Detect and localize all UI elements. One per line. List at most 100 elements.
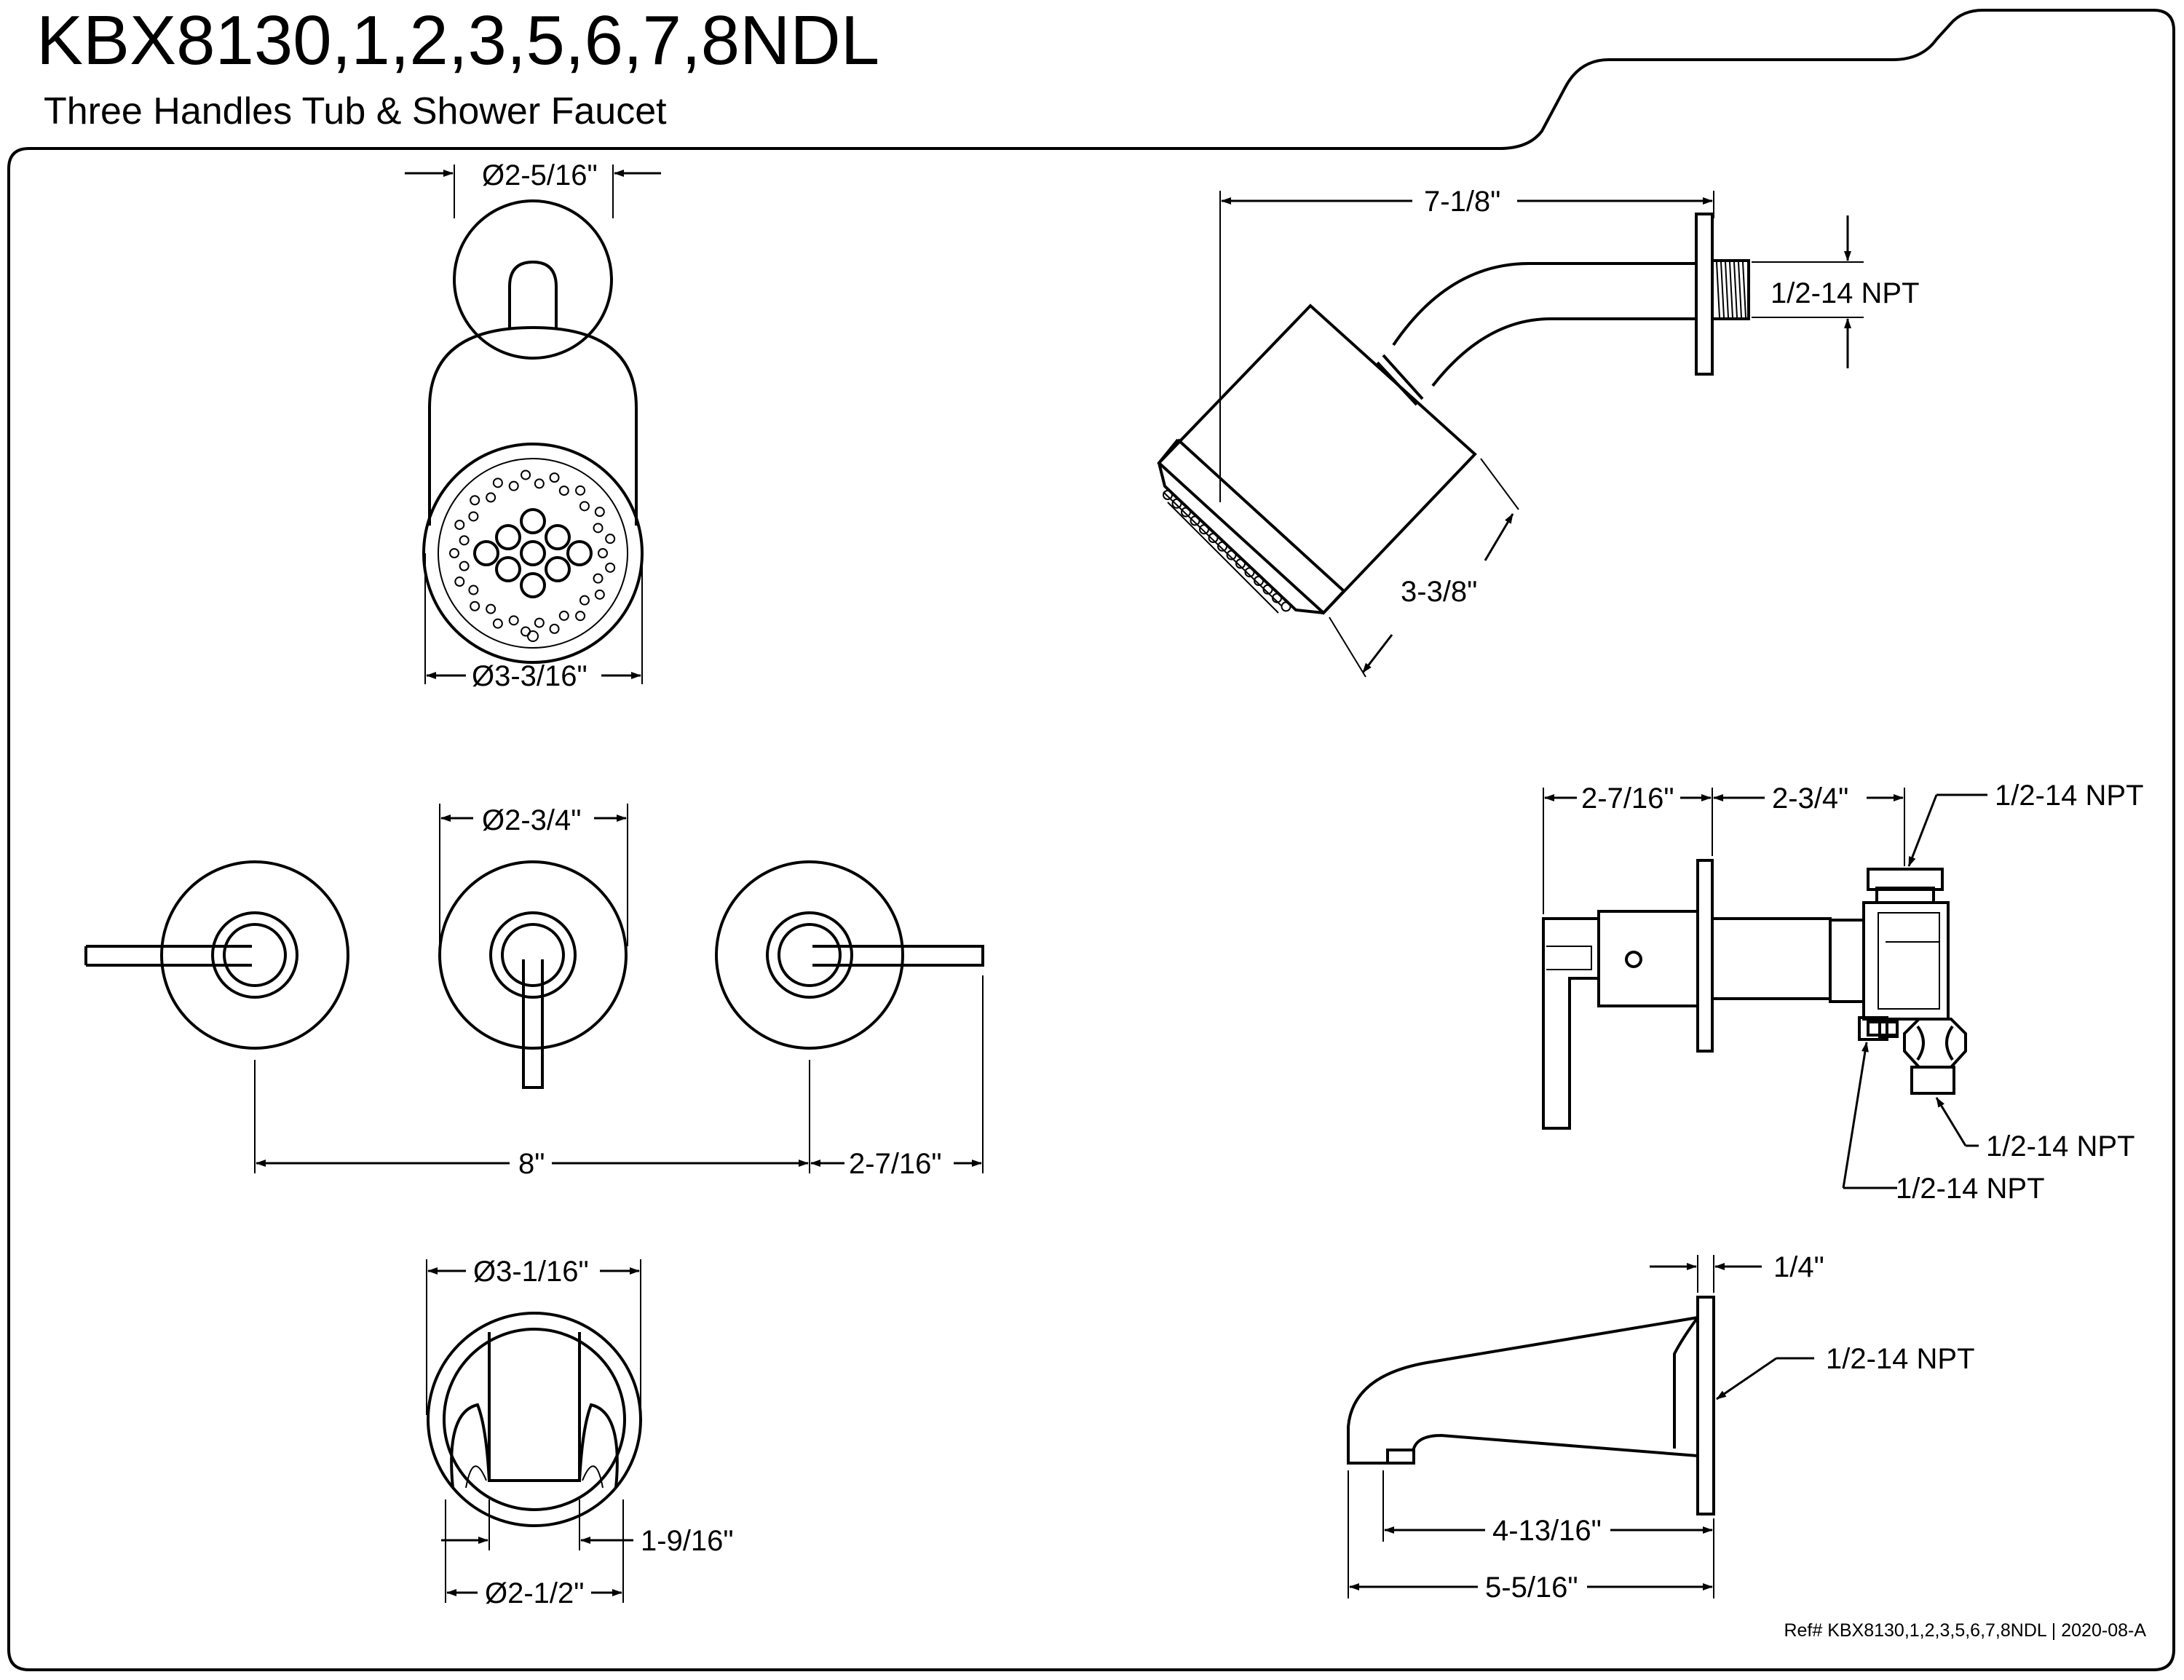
- nozzle-small: [575, 485, 586, 496]
- nozzle: [520, 572, 546, 598]
- spout-body: [1347, 1316, 1698, 1465]
- nozzle-small: [605, 562, 616, 573]
- spout-wall-flange: [1696, 1296, 1715, 1515]
- spout-flange: [427, 1312, 642, 1527]
- label-spout-thread: 1/2-14 NPT: [1826, 1343, 1975, 1375]
- nozzle-small: [486, 603, 496, 614]
- dim-spout-body-diameter: Ø2-1/2": [485, 1577, 584, 1609]
- nozzle-small: [527, 630, 539, 642]
- face-nozzle: [1281, 601, 1291, 612]
- nozzle-small: [521, 469, 531, 480]
- face-nozzle: [1272, 593, 1282, 603]
- nozzle-small: [598, 548, 608, 558]
- label-valve-top-outlet: 1/2-14 NPT: [1995, 780, 2144, 812]
- nozzle-small: [468, 511, 479, 522]
- nozzle-small: [579, 595, 590, 606]
- thread-line: [1720, 261, 1725, 318]
- nozzle-small: [459, 560, 470, 571]
- left-escutcheon: [160, 860, 349, 1050]
- nozzle-small: [508, 615, 519, 626]
- face-nozzle: [1181, 507, 1191, 518]
- spout-side-view: 1/4" 1/2-14 NPT 4-13/16" 5-5/16": [1347, 1251, 1975, 1604]
- right-lever: [812, 945, 984, 967]
- thread-line: [1733, 261, 1738, 318]
- dim-valve-handle-depth: 2-7/16": [1581, 782, 1674, 815]
- showerhead-side-body: [1157, 304, 1477, 615]
- reference-footer: Ref# KBX8130,1,2,3,5,6,7,8NDL | 2020-08-…: [1784, 1620, 2146, 1641]
- thread-line: [1725, 261, 1729, 318]
- arm-flange: [453, 199, 613, 360]
- face-nozzle: [1226, 550, 1237, 560]
- nozzle-small: [534, 478, 545, 489]
- thread-line: [1716, 261, 1720, 318]
- dim-valve-body-depth: 2-3/4": [1772, 782, 1848, 815]
- left-lever: [84, 945, 252, 967]
- model-title: KBX8130,1,2,3,5,6,7,8NDL: [36, 1, 879, 79]
- showerhead-side-view: 7-1/8" 1/2-14 NPT 3-3/8": [1157, 186, 1920, 678]
- thread-line: [1729, 261, 1733, 318]
- dim-arm-thread: 1/2-14 NPT: [1770, 277, 1920, 309]
- dim-spout-opening-width: 1-9/16": [641, 1525, 734, 1557]
- handles-front-view: Ø2-3/4" 8" 2-7/16": [84, 804, 984, 1180]
- spout-opening: [488, 1332, 581, 1482]
- spout-front-view: Ø3-1/16" 1-9/16" Ø2-1/2": [426, 1256, 734, 1609]
- nozzle-small: [549, 472, 560, 483]
- center-lever: [522, 959, 544, 1089]
- face-nozzle: [1208, 533, 1219, 543]
- nozzle-small: [575, 611, 586, 622]
- valve-lever-side: [1542, 917, 1600, 1130]
- right-escutcheon: [715, 860, 904, 1050]
- nozzle-small: [594, 507, 605, 518]
- nozzle: [495, 524, 521, 550]
- label-valve-inlet: 1/2-14 NPT: [1896, 1173, 2045, 1205]
- nozzle-small: [470, 495, 480, 506]
- dim-head-diameter: Ø3-3/16": [472, 660, 587, 692]
- face-nozzle: [1235, 558, 1246, 569]
- nozzle-small: [468, 585, 479, 595]
- nozzle-small: [492, 478, 503, 488]
- product-subtitle: Three Handles Tub & Shower Faucet: [44, 90, 667, 132]
- valve-side-view: 2-7/16" 2-3/4" 1/2-14 NPT 1/2-14 NPT 1/2…: [1542, 780, 2144, 1205]
- face-nozzle: [1163, 490, 1173, 500]
- nozzle-small: [594, 589, 605, 600]
- thread-line: [1742, 261, 1746, 318]
- nozzle-small: [534, 617, 545, 628]
- nozzle-small: [549, 623, 560, 634]
- nozzle-small: [558, 610, 569, 621]
- face-nozzle: [1171, 498, 1182, 509]
- label-valve-bottom-outlet: 1/2-14 NPT: [1986, 1130, 2135, 1162]
- nozzle: [545, 524, 571, 550]
- nozzle: [566, 540, 593, 566]
- dim-spout-flange-thickness: 1/4": [1773, 1251, 1824, 1283]
- nozzle-small: [593, 523, 604, 534]
- dim-arm-length: 7-1/8": [1424, 186, 1500, 218]
- dim-spout-overall-reach: 5-5/16": [1485, 1572, 1578, 1604]
- showerhead-body: [428, 325, 638, 526]
- nozzle-small: [492, 618, 503, 629]
- shower-arm: [1392, 262, 1696, 387]
- nozzle-small: [486, 492, 496, 503]
- nozzle-small: [459, 535, 470, 546]
- dim-spout-reach-to-outlet: 4-13/16": [1492, 1515, 1602, 1547]
- dim-arm-flange-diameter: Ø2-5/16": [482, 159, 598, 191]
- nozzle-small: [579, 501, 590, 512]
- nozzle: [545, 556, 571, 582]
- dim-escutcheon-diameter: Ø2-3/4": [482, 804, 581, 836]
- arm-wall-flange: [1695, 213, 1714, 376]
- dim-handle-length: 2-7/16": [849, 1148, 942, 1180]
- nozzle: [520, 540, 546, 566]
- nozzle: [520, 508, 546, 534]
- nozzle-small: [454, 519, 465, 530]
- nozzle-small: [470, 601, 480, 611]
- nozzle-small: [454, 576, 465, 587]
- face-nozzle: [1244, 567, 1255, 578]
- nozzle-small: [508, 480, 519, 491]
- dim-head-depth: 3-3/8": [1401, 576, 1477, 608]
- nozzle: [473, 540, 499, 566]
- dim-spout-flange-diameter: Ø3-1/16": [473, 1256, 589, 1288]
- nozzle-small: [593, 573, 604, 584]
- showerhead-front-view: Ø2-5/16" Ø3-3/16": [405, 159, 661, 692]
- face-nozzle: [1217, 541, 1227, 552]
- spray-nozzles: [449, 469, 616, 642]
- sheet-frame: [7, 9, 2175, 1671]
